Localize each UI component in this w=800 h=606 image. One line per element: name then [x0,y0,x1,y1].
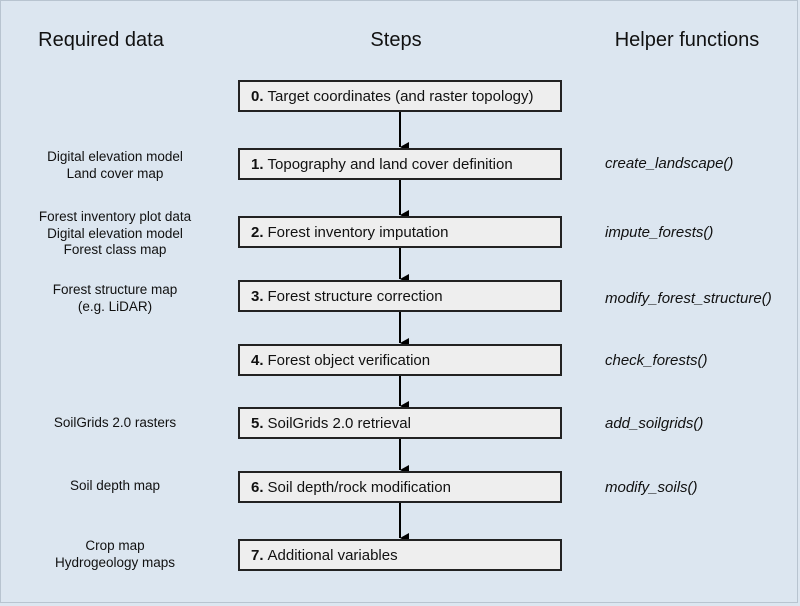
required-item: Forest structure map [52,282,178,297]
step-5-number: 5. [251,414,264,432]
step-1-helper: create_landscape() [605,155,734,172]
required-data-header: Required data [38,29,164,51]
step-3-helper: modify_forest_structure() [605,290,772,307]
step-1-required: Digital elevation model Land cover map [11,149,219,182]
required-item: Digital elevation model [47,225,183,241]
required-item: (e.g. LiDAR) [77,298,153,314]
step-6-required: Soil depth map [11,478,219,495]
step-5-helper: add_soilgrids() [605,415,704,432]
step-2-helper: impute_forests() [605,224,714,241]
required-item: Land cover map [66,165,164,181]
step-2-label: Forest inventory imputation [267,223,449,241]
step-5-box: 5. SoilGrids 2.0 retrieval [238,407,562,439]
required-item: Digital elevation model [47,149,183,164]
step-0-label: Target coordinates (and raster topology) [267,87,534,105]
step-3-number: 3. [251,287,264,305]
required-item: Hydrogeology maps [54,554,176,570]
required-item: SoilGrids 2.0 rasters [53,415,177,430]
required-item: Forest inventory plot data [38,209,192,224]
step-6-number: 6. [251,478,264,496]
helper-functions-header: Helper functions [614,29,760,51]
step-2-number: 2. [251,223,264,241]
steps-header: Steps [370,29,422,51]
step-4-helper: check_forests() [605,352,708,369]
step-4-label: Forest object verification [267,351,431,369]
step-6-box: 6. Soil depth/rock modification [238,471,562,503]
step-2-box: 2. Forest inventory imputation [238,216,562,248]
step-7-box: 7. Additional variables [238,539,562,571]
step-6-helper: modify_soils() [605,479,698,496]
step-7-number: 7. [251,546,264,564]
step-1-number: 1. [251,155,264,173]
step-1-label: Topography and land cover definition [267,155,513,173]
step-5-label: SoilGrids 2.0 retrieval [267,414,411,432]
step-7-required: Crop map Hydrogeology maps [11,538,219,571]
step-2-required: Forest inventory plot data Digital eleva… [11,209,219,259]
step-1-box: 1. Topography and land cover definition [238,148,562,180]
step-3-label: Forest structure correction [267,287,443,305]
required-item: Forest class map [63,242,167,257]
step-4-number: 4. [251,351,264,369]
step-4-box: 4. Forest object verification [238,344,562,376]
step-3-required: Forest structure map (e.g. LiDAR) [11,282,219,315]
step-3-box: 3. Forest structure correction [238,280,562,312]
required-item: Crop map [85,538,145,553]
step-7-label: Additional variables [267,546,398,564]
required-item: Soil depth map [69,478,161,493]
step-0-box: 0. Target coordinates (and raster topolo… [238,80,562,112]
step-0-number: 0. [251,87,264,105]
step-6-label: Soil depth/rock modification [267,478,451,496]
step-5-required: SoilGrids 2.0 rasters [11,415,219,432]
